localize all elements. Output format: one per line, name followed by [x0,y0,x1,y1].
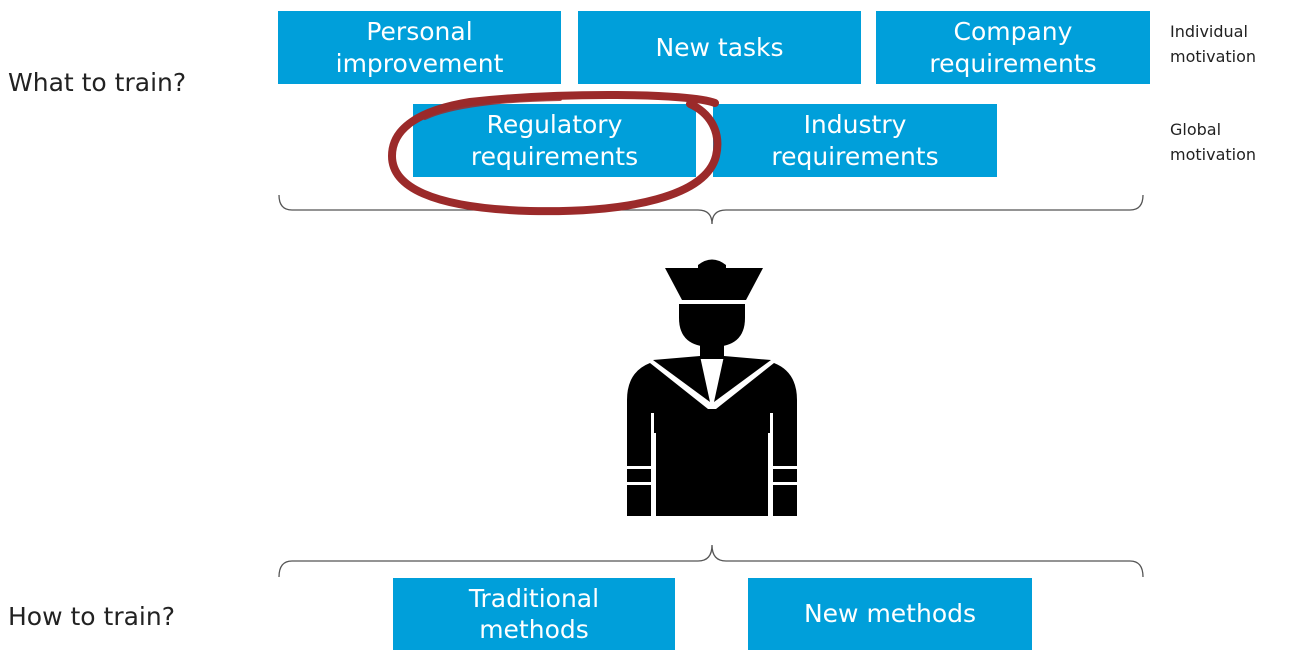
box-company-requirements: Company requirements [876,11,1150,84]
box-personal-improvement: Personal improvement [278,11,561,84]
box-label-line: requirements [771,141,939,171]
box-label-line: requirements [470,141,639,171]
box-new-tasks: New tasks [578,11,861,84]
question-what-to-train: What to train? [8,68,187,97]
box-label-line: Industry [803,110,907,140]
side-label-line: Global [1170,120,1222,139]
box-label-line: requirements [929,48,1097,78]
box-label-line: Regulatory [486,110,623,140]
side-label-line: motivation [1170,144,1257,164]
sailor-icon [627,259,797,516]
box-traditional-methods: Traditional methods [393,578,675,650]
sailor-details [627,413,797,516]
box-label-line: Company [953,17,1073,47]
label-individual-motivation: Individual motivation [1170,20,1256,70]
box-regulatory-requirements: Regulatory requirements [413,104,696,177]
question-how-to-train: How to train? [8,602,175,631]
upper-brace [278,194,1144,225]
box-new-methods: New methods [748,578,1032,650]
box-label-line: methods [479,615,589,644]
box-label-line: improvement [335,48,504,78]
box-label-line: New methods [803,599,977,629]
side-label-line: Individual [1170,22,1248,41]
label-global-motivation: Global motivation [1170,118,1256,168]
hand-drawn-circle [387,91,722,216]
box-industry-requirements: Industry requirements [713,104,997,177]
box-label-line: New tasks [655,32,784,62]
lower-brace [278,544,1144,578]
box-label-line: Traditional [468,583,600,613]
side-label-line: motivation [1170,46,1257,66]
box-label-line: Personal [366,17,473,47]
